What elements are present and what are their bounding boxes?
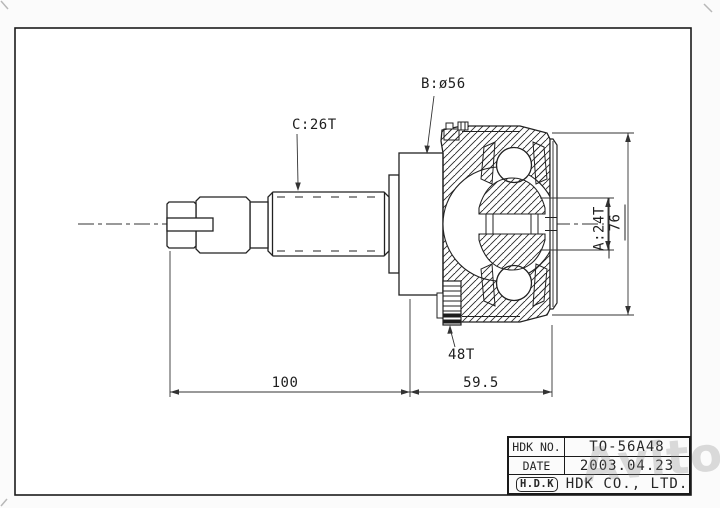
label-joint-length: 59.5 xyxy=(463,375,499,391)
label-abs-ring-teeth: 48T xyxy=(448,347,475,363)
label-shaft-spline: C:26T xyxy=(292,117,337,133)
title-block-row-company: H.D.K HDK CO., LTD. xyxy=(509,475,689,493)
balls-cage-inner-race xyxy=(478,141,548,307)
boot-clamp-band xyxy=(443,121,469,141)
hdk-no-label: HDK NO. xyxy=(509,438,565,456)
dimension-lines xyxy=(169,95,634,397)
label-joint-od: 76 xyxy=(608,204,626,241)
hdk-no-value: TO-56A48 xyxy=(589,438,665,455)
shaft-outline xyxy=(166,152,444,296)
date-value: 2003.04.23 xyxy=(579,457,675,474)
label-outer-diameter: B:ø56 xyxy=(421,76,466,92)
abs-tone-ring xyxy=(436,280,462,326)
title-block: HDK NO. TO-56A48 DATE 2003.04.23 H.D.K H… xyxy=(507,436,691,495)
date-label: DATE xyxy=(509,456,565,475)
dimension-arrowheads xyxy=(170,133,631,395)
label-shaft-length: 100 xyxy=(271,375,299,391)
hdk-logo-box: H.D.K xyxy=(515,476,559,492)
company-name: HDK CO., LTD. xyxy=(565,476,689,493)
hdk-logo: H.D.K xyxy=(509,475,565,493)
title-block-row-hdk-no: HDK NO. TO-56A48 xyxy=(509,438,689,457)
title-block-row-date: DATE 2003.04.23 xyxy=(509,456,689,476)
sheet-border xyxy=(14,27,692,496)
